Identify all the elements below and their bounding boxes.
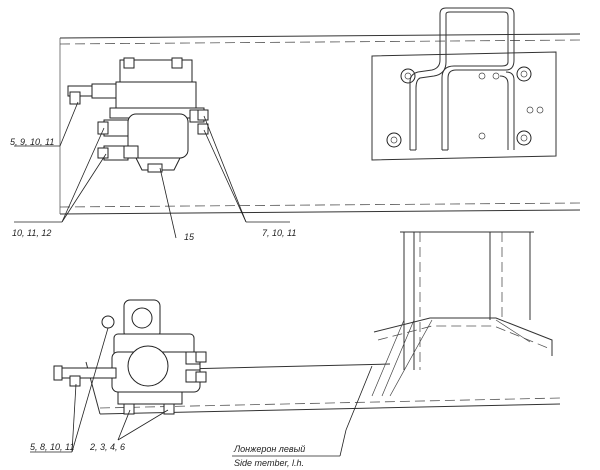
callout-top-right: 7, 10, 11 [262, 228, 296, 238]
callout-bottom-left: 5, 8, 10, 11 [30, 442, 74, 452]
top-leaders [14, 101, 290, 239]
bottom-leaders [30, 327, 373, 457]
bottom-frame [59, 231, 561, 415]
callout-top-left: 5, 9, 10, 11 [10, 137, 54, 147]
side-member-label-en: Side member, l.h. [234, 458, 304, 468]
top-valve-assembly [67, 57, 209, 173]
top-bracket-plate [371, 7, 557, 161]
callout-bottom-center: 2, 3, 4, 6 [89, 442, 125, 452]
callout-top-center: 15 [184, 232, 195, 242]
top-frame-rail [59, 33, 581, 215]
bottom-valve-assembly [53, 299, 207, 415]
side-member-label-ru: Лонжерон левый [233, 444, 305, 454]
callout-top-bottom-left: 10, 11, 12 [12, 228, 51, 238]
